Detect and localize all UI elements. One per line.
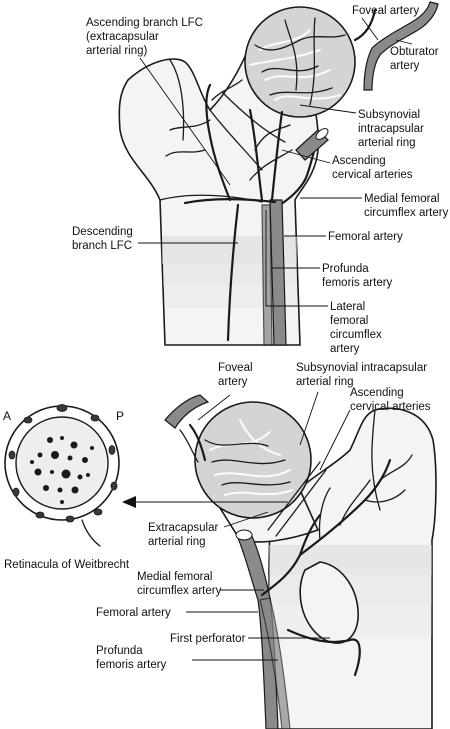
label-top-asc-cervical-2: cervical arteries xyxy=(332,169,413,181)
bottom-foveal-artery xyxy=(188,423,207,462)
label-top-profunda-2: femoris artery xyxy=(322,277,393,289)
label-top-subsynovial-3: arterial ring xyxy=(358,137,416,149)
label-top-subsynovial-1: Subsynovial xyxy=(358,109,420,121)
label-top-subsynovial-2: intracapsular xyxy=(358,123,424,135)
top-head-vessels-dark xyxy=(254,17,346,106)
label-bottom-subsynovial-1: Subsynovial intracapsular xyxy=(296,362,427,374)
bottom-lesser-trochanter xyxy=(299,561,359,644)
leader-top-lateral-femoral xyxy=(265,210,328,307)
leader-top-foveal xyxy=(361,17,379,41)
label-top-lateral-femoral-3: circumflex xyxy=(330,329,382,341)
top-lfc-branches xyxy=(165,79,243,157)
cross-section-labels: A P Retinacula of Weitbrecht xyxy=(3,409,130,571)
leader-top-subsynovial xyxy=(299,104,357,114)
bottom-first-perforator xyxy=(286,628,361,677)
bottom-ligament-lines xyxy=(267,461,327,537)
label-bottom-foveal-2: artery xyxy=(218,376,248,388)
label-top-asc-lfc-1: Ascending branch LFC xyxy=(86,17,203,29)
bottom-femur-illustration xyxy=(164,394,437,729)
top-femoral-artery xyxy=(269,199,287,346)
label-top-asc-lfc-3: arterial ring) xyxy=(86,45,148,57)
label-bottom-asc-cervical-2: cervical arteries xyxy=(350,401,431,413)
bottom-ascending-cervical-arteries xyxy=(318,454,413,541)
top-labels: Foveal artery Obturator artery Ascending… xyxy=(72,5,449,355)
label-top-medial-femoral-1: Medial femoral xyxy=(364,193,439,205)
cross-section-arrow xyxy=(122,496,288,508)
top-foveal-artery xyxy=(353,8,377,42)
top-obturator-artery xyxy=(363,1,439,91)
label-bottom-medial-femoral-2: circumflex artery xyxy=(137,585,222,597)
top-transverse-ring xyxy=(183,198,277,205)
label-top-asc-cervical-1: Ascending xyxy=(332,155,386,167)
label-bottom-profunda-2: femoris artery xyxy=(96,659,167,671)
bottom-labels: Foveal artery Subsynovial intracapsular … xyxy=(96,362,431,671)
bottom-head-vessels-dark xyxy=(204,439,291,486)
bottom-femoral-artery xyxy=(237,531,279,729)
label-top-profunda-1: Profunda xyxy=(322,263,369,275)
label-cross-section-p: P xyxy=(116,409,124,423)
label-top-lateral-femoral-2: femoral xyxy=(330,315,368,327)
label-top-asc-lfc-2: (extracapsular xyxy=(86,31,159,43)
top-profunda-femoris-artery xyxy=(261,204,273,346)
leader-bottom-extracapsular xyxy=(223,511,269,528)
retinacula-vessels xyxy=(8,404,118,523)
bottom-shade-band-1 xyxy=(269,545,432,575)
arrow-head xyxy=(122,496,136,508)
label-cross-section-a: A xyxy=(3,409,11,423)
label-bottom-foveal-1: Foveal xyxy=(218,362,253,374)
label-top-obturator-1: Obturator xyxy=(390,46,439,58)
label-top-femoral-artery: Femoral artery xyxy=(328,231,403,243)
top-ascending-branch-lfc xyxy=(205,83,232,202)
bottom-leader-lines xyxy=(186,391,351,661)
cross-section-inset xyxy=(4,404,120,547)
top-descending-branch-lfc xyxy=(226,203,240,342)
bottom-foveal-branch xyxy=(179,429,199,463)
label-bottom-asc-cervical-1: Ascending xyxy=(350,387,404,399)
top-head-vessels-light xyxy=(249,29,341,101)
bottom-femoral-head xyxy=(194,401,312,519)
label-top-lateral-femoral-1: Lateral xyxy=(330,301,365,313)
leader-top-ascending-cervical xyxy=(281,149,331,164)
label-top-medial-femoral-2: circumflex artery xyxy=(364,207,449,219)
label-bottom-subsynovial-2: arterial ring xyxy=(296,376,354,388)
leader-bottom-subsynovial xyxy=(299,391,319,446)
bottom-foveal-artery-root xyxy=(164,394,210,429)
top-ascending-cervical-arteries xyxy=(248,108,284,202)
label-top-descending-lfc-2: branch LFC xyxy=(72,240,132,252)
bottom-profunda-femoris-artery xyxy=(259,597,291,729)
bottom-femoral-lumen xyxy=(235,529,253,541)
top-stump-lumen xyxy=(315,128,329,140)
label-top-lateral-femoral-4: artery xyxy=(330,343,360,355)
cross-section-trabeculae xyxy=(30,436,94,504)
leader-top-ascending-lfc xyxy=(139,57,231,186)
label-bottom-extracapsular-2: arterial ring xyxy=(148,536,206,548)
label-top-obturator-2: artery xyxy=(390,60,420,72)
leader-bottom-ascending-cervical xyxy=(319,409,351,471)
label-bottom-medial-femoral-1: Medial femoral xyxy=(137,571,212,583)
label-bottom-femoral-artery: Femoral artery xyxy=(96,607,171,619)
label-top-descending-lfc-1: Descending xyxy=(72,226,133,238)
label-top-foveal-artery: Foveal artery xyxy=(352,5,419,17)
top-trochanter-edge xyxy=(169,59,185,141)
top-leader-lines xyxy=(138,17,413,307)
label-bottom-first-perforator: First perforator xyxy=(170,633,246,645)
top-cervical-branches xyxy=(249,124,293,181)
leader-bottom-foveal xyxy=(197,394,231,421)
label-bottom-extracapsular-1: Extracapsular xyxy=(148,522,218,534)
bottom-trochanter-edge xyxy=(371,409,381,511)
label-retinacula-weitbrecht: Retinacula of Weitbrecht xyxy=(4,559,130,571)
leader-top-obturator xyxy=(395,39,413,45)
top-femur-illustration xyxy=(118,1,439,346)
retinacula-leader-curve xyxy=(81,519,101,547)
label-bottom-profunda-1: Profunda xyxy=(96,645,143,657)
cross-section-bone xyxy=(15,416,109,510)
